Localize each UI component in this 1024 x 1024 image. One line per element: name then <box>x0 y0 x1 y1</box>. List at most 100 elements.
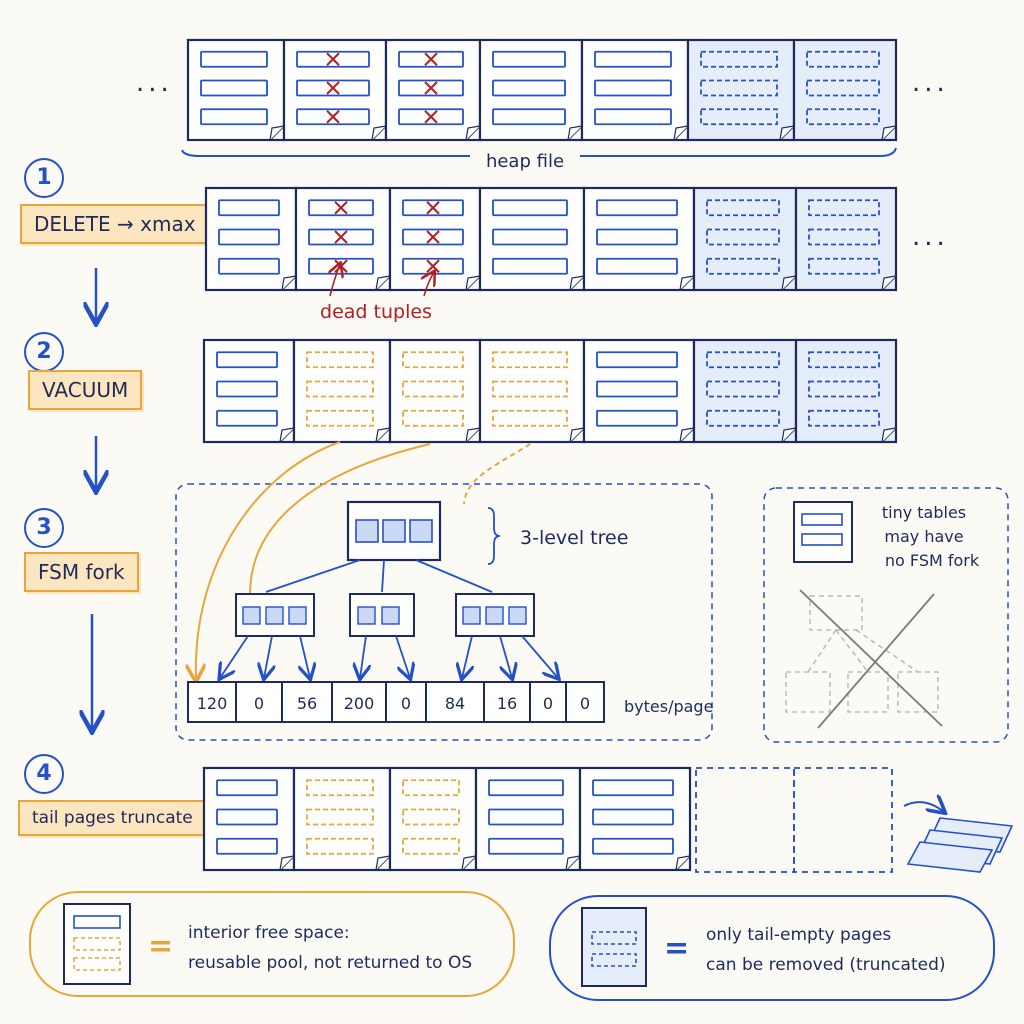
tuple-slot <box>592 808 674 826</box>
fsm-tree-node-middle <box>349 593 415 637</box>
step4-page-2 <box>292 766 392 872</box>
tuple-slot <box>596 380 678 398</box>
fsm-orange-arrow-1 <box>196 441 341 680</box>
step4-empty-page-1 <box>695 767 795 873</box>
step1-page-1 <box>204 186 298 292</box>
legend-tail-box <box>549 895 995 1001</box>
step-1-label: DELETE → xmax <box>20 204 210 244</box>
tiny-table-page <box>793 501 853 563</box>
tuple-slot <box>402 199 464 217</box>
tuple-slot <box>808 351 880 369</box>
step-2-label: VACUUM <box>28 370 143 410</box>
heap-top-page-7 <box>792 38 898 142</box>
legend-tail-line-2: can be removed (truncated) <box>706 955 946 975</box>
legend-tail-equals: = <box>664 931 689 966</box>
fsm-leaf-cell: 0 <box>565 681 605 723</box>
tuple-slot <box>306 779 374 797</box>
tuple-slot <box>808 409 880 427</box>
tree-brace <box>487 507 501 565</box>
fsm-leaf-value: 0 <box>580 694 590 713</box>
tree-edge <box>265 559 361 593</box>
step1-page-3 <box>388 186 482 292</box>
tuple-slot <box>306 380 374 398</box>
step-4-label: tail pages truncate <box>18 800 207 836</box>
fsm-tree-node-right <box>455 593 535 637</box>
tuple-slot <box>492 79 566 97</box>
step2-page-7 <box>794 338 898 444</box>
fsm-leaf-value: 0 <box>401 694 411 713</box>
tuple-slot <box>402 409 464 427</box>
tuple-slot <box>594 79 672 97</box>
tuple-slot <box>306 837 374 855</box>
tree-label: 3-level tree <box>520 527 628 549</box>
absent-fsm-tree <box>785 595 939 713</box>
step4-page-4 <box>474 766 582 872</box>
heap-top-page-5 <box>580 38 690 142</box>
tuple-slot <box>808 257 880 275</box>
heap-top-page-6 <box>686 38 796 142</box>
tuple-slot <box>216 409 278 427</box>
tuple-slot <box>808 199 880 217</box>
tuple-slot <box>700 79 778 97</box>
step1-page-2 <box>294 186 392 292</box>
tuple-slot <box>306 351 374 369</box>
step4-empty-page-2 <box>793 767 893 873</box>
tuple-slot <box>492 108 566 126</box>
tuple-slot <box>200 79 268 97</box>
tuple-slot <box>592 837 674 855</box>
tuple-slot <box>216 808 278 826</box>
heap-file-label: heap file <box>486 151 564 172</box>
heap-top-page-2 <box>282 38 388 142</box>
tuple-slot <box>402 808 460 826</box>
tuple-slot <box>402 228 464 246</box>
step2-page-1 <box>202 338 296 444</box>
tuple-slot <box>592 779 674 797</box>
tuple-slot <box>488 837 564 855</box>
tuple-slot <box>706 199 780 217</box>
tuple-slot <box>402 380 464 398</box>
tuple-slot <box>398 108 464 126</box>
tiny-tables-line-3: no FSM fork <box>885 551 980 570</box>
fsm-leaf-value: 56 <box>297 694 317 713</box>
legend-interior-line-1: interior free space: <box>188 923 350 943</box>
tuple-slot <box>398 50 464 68</box>
tuple-slot <box>218 199 280 217</box>
legend-interior-equals: = <box>148 929 173 964</box>
tuple-slot <box>706 380 780 398</box>
tuple-slot <box>216 779 278 797</box>
tiny-tables-container <box>763 487 1009 743</box>
legend-interior-page-icon <box>63 903 131 985</box>
tiny-tables-line-1: tiny tables <box>882 503 966 522</box>
tuple-slot <box>596 228 678 246</box>
tuple-slot <box>402 257 464 275</box>
tuple-slot <box>806 79 880 97</box>
dead-tuple-arrow-2 <box>424 272 434 297</box>
tuple-slot <box>706 257 780 275</box>
tuple-slot <box>216 837 278 855</box>
tuple-slot <box>808 380 880 398</box>
fsm-leaf-value: 200 <box>344 694 375 713</box>
tiny-tables-line-2: may have <box>884 527 963 546</box>
step2-page-2 <box>292 338 392 444</box>
tuple-slot <box>700 50 778 68</box>
row1-ellipsis-right: ... <box>912 222 949 252</box>
bytes-per-page-label: bytes/page <box>624 697 713 716</box>
tuple-slot <box>200 108 268 126</box>
tuple-slot <box>596 257 678 275</box>
tuple-slot <box>596 351 678 369</box>
tuple-slot <box>296 108 370 126</box>
tuple-slot <box>492 199 568 217</box>
heap-top-page-4 <box>478 38 584 142</box>
step1-page-5 <box>582 186 696 292</box>
tree-edge <box>381 559 385 593</box>
tuple-slot <box>492 351 568 369</box>
step2-page-6 <box>692 338 798 444</box>
step2-page-5 <box>582 338 696 444</box>
truncated-pages-icon <box>906 817 1014 873</box>
tuple-slot <box>306 409 374 427</box>
legend-interior-box <box>29 891 515 997</box>
tuple-slot <box>218 228 280 246</box>
tuple-slot <box>492 380 568 398</box>
tuple-slot <box>596 409 678 427</box>
tuple-slot <box>488 808 564 826</box>
